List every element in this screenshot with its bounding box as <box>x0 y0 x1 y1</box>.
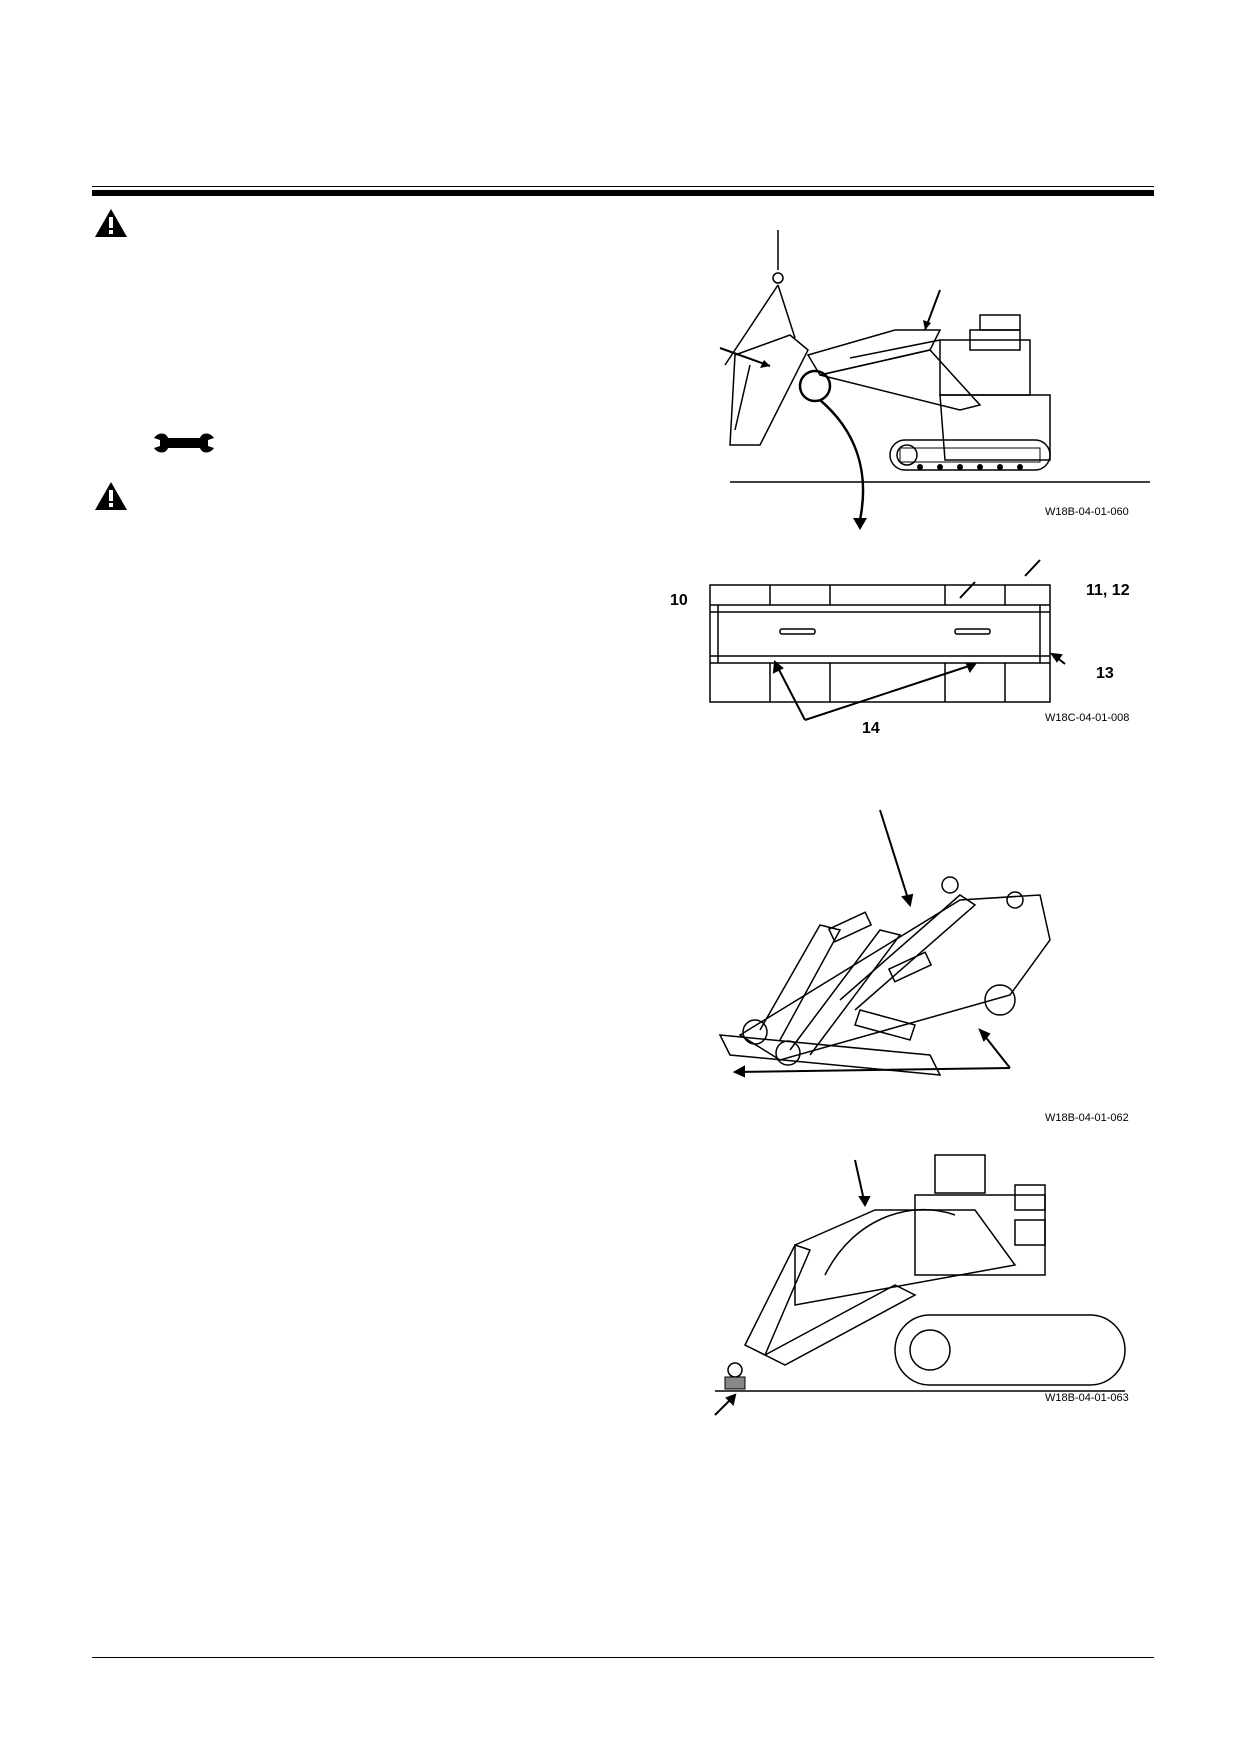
callout-label: 13 <box>1096 665 1114 682</box>
support-blocks-figure <box>709 559 1066 721</box>
boom-lowered-figure <box>714 1154 1126 1416</box>
figure-caption: W18B-04-01-062 <box>1045 1112 1129 1124</box>
boom-lifting-figure <box>719 230 1150 530</box>
footer-rule <box>92 1657 1154 1658</box>
wrench-icon <box>154 433 214 453</box>
warning-icon <box>95 482 127 510</box>
figure-caption: W18C-04-01-008 <box>1045 712 1130 724</box>
figure-caption: W18B-04-01-060 <box>1045 506 1129 518</box>
figure-caption: W18B-04-01-063 <box>1045 1392 1129 1404</box>
callout-label: 10 <box>670 592 688 609</box>
boom-on-blocks-figure <box>718 809 1051 1078</box>
callout-label: 14 <box>862 720 880 737</box>
warning-icon <box>95 209 127 237</box>
callout-label: 11, 12 <box>1086 582 1130 599</box>
header-rule <box>92 186 1154 196</box>
